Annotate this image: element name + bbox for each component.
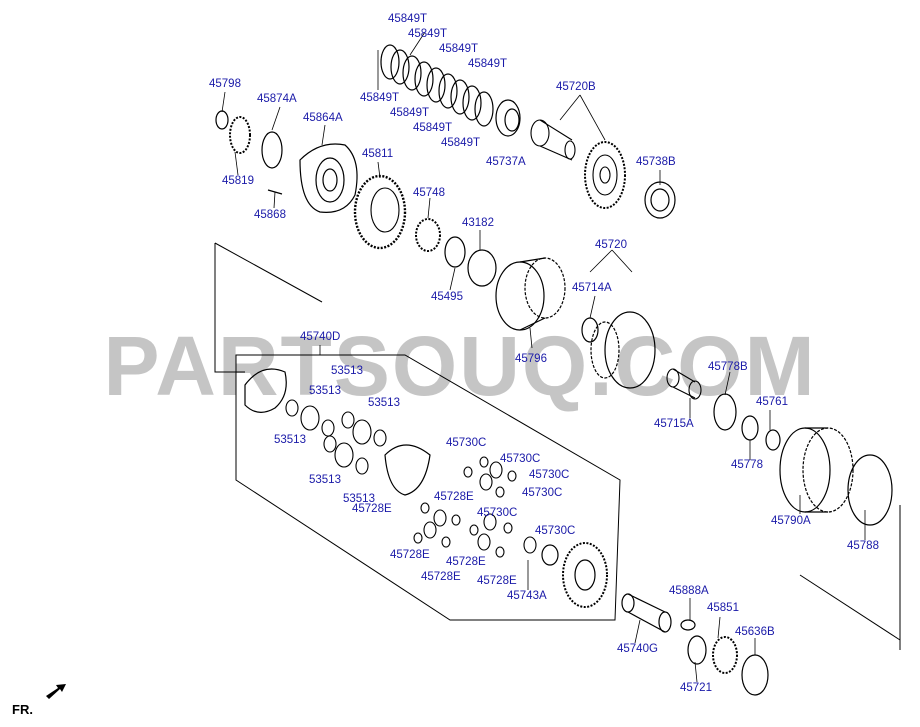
part-label-53513[interactable]: 53513 (274, 434, 306, 446)
part-label-45737a[interactable]: 45737A (486, 156, 526, 168)
part-label-45798[interactable]: 45798 (209, 78, 241, 90)
drum-45796 (495, 257, 566, 331)
pinions-45730c-45728e (413, 456, 537, 558)
part-label-45868[interactable]: 45868 (254, 209, 286, 221)
part-label-45730c[interactable]: 45730C (529, 469, 570, 481)
part-label-45715a[interactable]: 45715A (654, 418, 694, 430)
part-label-45849t[interactable]: 45849T (388, 13, 428, 25)
part-label-45851[interactable]: 45851 (707, 602, 739, 614)
bearing-45737a (495, 99, 521, 137)
part-label-45849t[interactable]: 45849T (413, 122, 453, 134)
part-label-45849t[interactable]: 45849T (439, 43, 479, 55)
part-label-45721[interactable]: 45721 (680, 682, 712, 694)
part-label-45796[interactable]: 45796 (515, 353, 547, 365)
part-label-45778b[interactable]: 45778B (708, 361, 748, 373)
front-orientation-label: FR. (12, 702, 33, 717)
part-label-45720b[interactable]: 45720B (556, 81, 596, 93)
part-label-43182[interactable]: 43182 (462, 217, 494, 229)
part-label-45728e[interactable]: 45728E (477, 575, 517, 587)
part-label-45849t[interactable]: 45849T (441, 137, 481, 149)
part-label-45740g[interactable]: 45740G (617, 643, 658, 655)
part-label-45730c[interactable]: 45730C (500, 453, 541, 465)
rings-left-top (215, 110, 283, 169)
part-label-45728e[interactable]: 45728E (446, 556, 486, 568)
part-label-45730c[interactable]: 45730C (477, 507, 518, 519)
part-label-45849t[interactable]: 45849T (408, 28, 448, 40)
snap-ring-stack-45849t (380, 44, 494, 127)
gear-45811 (353, 174, 407, 250)
part-label-45888a[interactable]: 45888A (669, 585, 709, 597)
part-label-45728e[interactable]: 45728E (352, 503, 392, 515)
part-label-45874a[interactable]: 45874A (257, 93, 297, 105)
part-label-45743a[interactable]: 45743A (507, 590, 547, 602)
group-outline-upper-diag (214, 242, 323, 303)
part-label-45811[interactable]: 45811 (362, 148, 394, 160)
part-label-45740d[interactable]: 45740D (300, 331, 341, 343)
rings-45778 (713, 393, 781, 451)
part-label-45730c[interactable]: 45730C (522, 487, 563, 499)
housing-45864a (267, 143, 358, 213)
group-outline-45788-diag (799, 574, 901, 641)
rings-bottom (687, 635, 769, 696)
part-label-53513[interactable]: 53513 (309, 474, 341, 486)
part-label-45864a[interactable]: 45864A (303, 112, 343, 124)
part-label-45790a[interactable]: 45790A (771, 515, 811, 527)
part-label-45728e[interactable]: 45728E (421, 571, 461, 583)
pinion-shaft-45720b (530, 119, 626, 209)
thrust-parts (415, 218, 497, 287)
group-outline-upper (214, 243, 245, 373)
output-gear-45740g (541, 542, 696, 633)
part-label-45720[interactable]: 45720 (595, 239, 627, 251)
group-outline-45740d (235, 354, 621, 621)
part-label-45714a[interactable]: 45714A (572, 282, 612, 294)
part-label-45849t[interactable]: 45849T (390, 107, 430, 119)
part-label-53513[interactable]: 53513 (331, 365, 363, 377)
part-label-45778[interactable]: 45778 (731, 459, 763, 471)
part-label-45728e[interactable]: 45728E (390, 549, 430, 561)
part-label-45730c[interactable]: 45730C (535, 525, 576, 537)
part-label-45849t[interactable]: 45849T (360, 92, 400, 104)
drum-45790a (779, 427, 893, 526)
bearing-45738b (644, 181, 676, 219)
part-label-45495[interactable]: 45495 (431, 291, 463, 303)
shaft-45715a (666, 368, 702, 400)
part-label-53513[interactable]: 53513 (368, 397, 400, 409)
pinions-53513 (285, 399, 387, 475)
part-label-45819[interactable]: 45819 (222, 175, 254, 187)
part-label-45738b[interactable]: 45738B (636, 156, 676, 168)
carrier-45720 (581, 311, 656, 389)
part-label-45636b[interactable]: 45636B (735, 626, 775, 638)
front-arrow-icon (46, 684, 66, 699)
part-label-53513[interactable]: 53513 (343, 493, 375, 505)
part-label-45788[interactable]: 45788 (847, 540, 879, 552)
part-label-53513[interactable]: 53513 (309, 385, 341, 397)
part-label-45761[interactable]: 45761 (756, 396, 788, 408)
part-label-45748[interactable]: 45748 (413, 187, 445, 199)
part-label-45849t[interactable]: 45849T (468, 58, 508, 70)
planetary-carrier-plates (244, 368, 431, 496)
part-label-45728e[interactable]: 45728E (434, 491, 474, 503)
part-label-45730c[interactable]: 45730C (446, 437, 487, 449)
